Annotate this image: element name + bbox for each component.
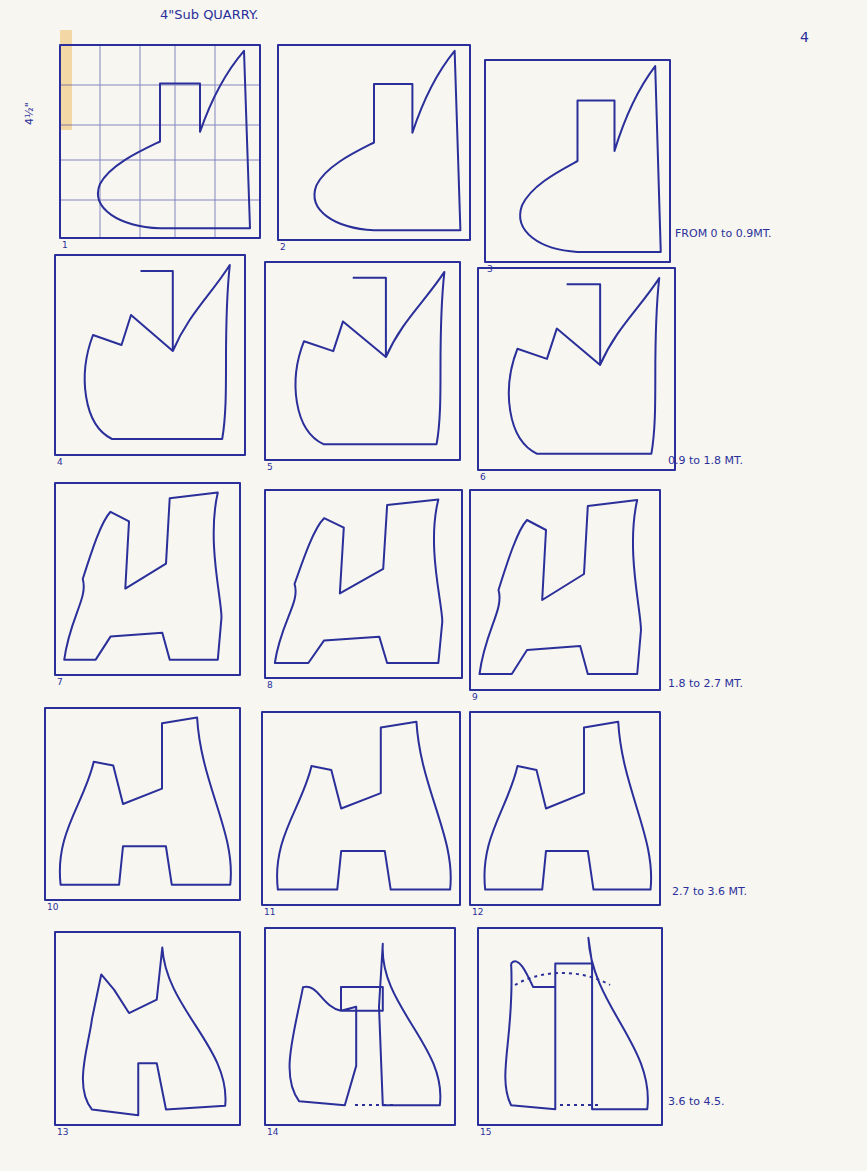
frame-number: 14 [267,1128,278,1138]
frame-number: 13 [57,1128,68,1138]
frame-number: 10 [47,903,58,913]
dimension-note: 4½" [24,102,36,125]
frame-number: 9 [472,693,478,703]
depth-range: 1.8 to 2.7 MT. [668,678,743,690]
frame-number: 11 [264,908,275,918]
frame-number: 12 [472,908,483,918]
depth-range: 2.7 to 3.6 MT. [672,886,747,898]
depth-range: 3.6 to 4.5. [668,1096,725,1108]
frame-number: 1 [62,241,68,251]
frame-number: 4 [57,458,63,468]
frame-number: 6 [480,473,486,483]
frame-number: 15 [480,1128,491,1138]
sheet-title: 4"Sub QUARRY. [160,8,258,22]
frame-number: 5 [267,463,273,473]
depth-range: 0.9 to 1.8 MT. [668,455,743,467]
page-number: 4 [800,30,809,45]
frame-number: 7 [57,678,63,688]
frame-number: 3 [487,265,493,275]
frame-number: 2 [280,243,286,253]
depth-range: FROM 0 to 0.9MT. [675,228,772,240]
frame-number: 8 [267,681,273,691]
